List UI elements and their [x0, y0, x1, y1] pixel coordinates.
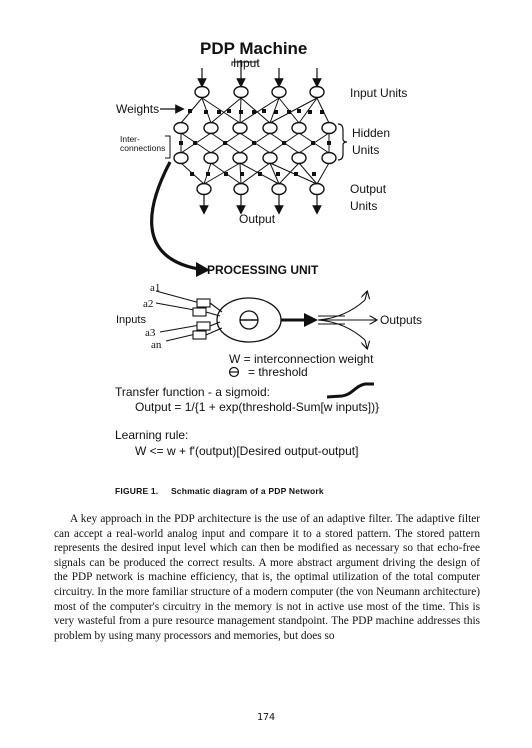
input-unit — [194, 85, 210, 99]
hidden-unit — [321, 151, 337, 165]
learning-formula: W <= w + f'(output)[Desired output-outpu… — [135, 444, 359, 458]
input-unit — [271, 85, 287, 99]
output-formula: Output = 1/{1 + exp(threshold-Sum[w inpu… — [135, 400, 380, 414]
figure-number: FIGURE 1. — [115, 486, 159, 496]
output-units-label-2: Units — [350, 199, 378, 213]
hidden-unit — [173, 121, 189, 135]
hidden-unit — [232, 151, 248, 165]
output-unit — [196, 182, 212, 196]
weight-definition: W = interconnection weight — [229, 352, 374, 366]
interconnections-label: Inter- connections — [120, 134, 166, 153]
transfer-function-label: Transfer function - a sigmoid: — [115, 385, 270, 399]
weight-box — [192, 307, 207, 317]
page-number: 174 — [256, 712, 276, 723]
input-unit — [309, 85, 325, 99]
input-a3-label: a3 — [145, 327, 156, 339]
input-an-label: an — [151, 339, 162, 351]
threshold-definition: = threshold — [248, 365, 308, 379]
output-unit — [233, 182, 249, 196]
hidden-unit — [291, 121, 307, 135]
hidden-unit — [291, 151, 307, 165]
input-label: Input — [233, 56, 260, 70]
weights-label: Weights — [116, 102, 160, 116]
figure-caption: FIGURE 1. Schmatic diagram of a PDP Netw… — [115, 486, 324, 496]
input-a2-label: a2 — [143, 298, 154, 310]
paragraph: A key approach in the PDP architecture i… — [54, 513, 480, 642]
hidden-units-label-1: Hidden — [352, 126, 391, 140]
output-units-label-1: Output — [350, 182, 387, 196]
weight-box — [192, 330, 207, 340]
sigmoid-curve — [326, 382, 374, 399]
input-unit — [233, 85, 249, 99]
hidden-unit — [262, 151, 278, 165]
body-text: A key approach in the PDP architecture i… — [54, 512, 480, 643]
hidden-units-label-2: Units — [352, 143, 380, 157]
inputs-label: Inputs — [116, 314, 146, 326]
hidden-unit — [173, 151, 189, 165]
zoom-curve-arrow — [150, 161, 206, 272]
output-label: Output — [239, 212, 276, 226]
hidden-unit — [203, 151, 219, 165]
figure-caption-text: Schmatic diagram of a PDP Network — [170, 486, 324, 496]
input-a1-label: a1 — [150, 282, 161, 294]
input-units-label: Input Units — [350, 86, 408, 100]
output-unit — [309, 182, 325, 196]
outputs-label: Outputs — [380, 313, 423, 327]
pdp-network-diagram — [150, 60, 532, 399]
hidden-unit — [232, 121, 248, 135]
figure-title: PDP Machine — [200, 39, 308, 58]
weight-box — [196, 298, 211, 308]
hidden-unit — [262, 121, 278, 135]
hidden-unit — [321, 121, 337, 135]
weight-box — [196, 321, 211, 331]
hidden-unit — [203, 121, 219, 135]
processing-unit-label: PROCESSING UNIT — [207, 263, 319, 277]
output-unit — [271, 182, 287, 196]
learning-rule-label: Learning rule: — [115, 428, 189, 442]
